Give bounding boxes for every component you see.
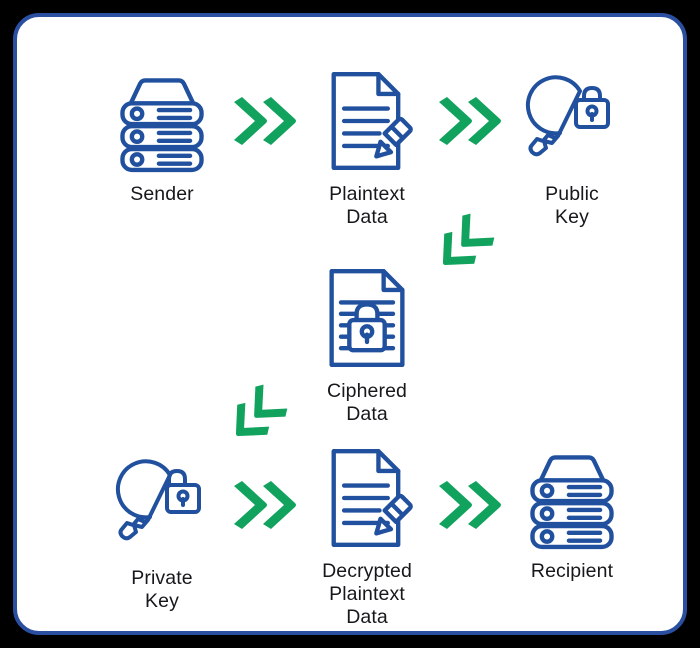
double-chevron-right-icon <box>435 95 505 147</box>
node-label: Sender <box>130 183 194 205</box>
document-padlock-icon <box>282 262 452 374</box>
node-label: Ciphered Data <box>327 380 407 425</box>
double-chevron-right-icon <box>230 95 300 147</box>
node-plaintext-data[interactable]: Plaintext Data <box>282 65 452 229</box>
double-chevron-right-icon <box>230 479 300 531</box>
node-label: Plaintext Data <box>329 183 405 228</box>
node-label: Recipient <box>530 560 614 582</box>
double-chevron-downleft-icon <box>225 384 288 447</box>
node-sender[interactable]: Sender <box>77 65 247 206</box>
double-chevron-downleft-icon <box>432 213 495 276</box>
document-pencil-icon <box>282 65 452 177</box>
key-locked-padlock-icon <box>487 65 657 177</box>
diagram-panel: Sender <box>13 13 687 635</box>
server-rack-icon <box>77 65 247 177</box>
node-ciphered-data[interactable]: Ciphered Data <box>282 262 452 426</box>
node-public-key[interactable]: Public Key <box>487 65 657 229</box>
node-label: Decrypted Plaintext Data <box>322 560 412 628</box>
node-decrypted-plaintext-data[interactable]: Decrypted Plaintext Data <box>282 442 452 629</box>
node-private-key[interactable]: Private Key <box>77 449 247 613</box>
key-unlocked-padlock-icon <box>77 449 247 561</box>
double-chevron-right-icon <box>435 479 505 531</box>
server-rack-icon <box>487 442 657 554</box>
node-recipient[interactable]: Recipient <box>487 442 657 583</box>
node-label: Private Key <box>131 567 193 612</box>
document-pencil-icon <box>282 442 452 554</box>
node-label: Public Key <box>545 183 599 228</box>
